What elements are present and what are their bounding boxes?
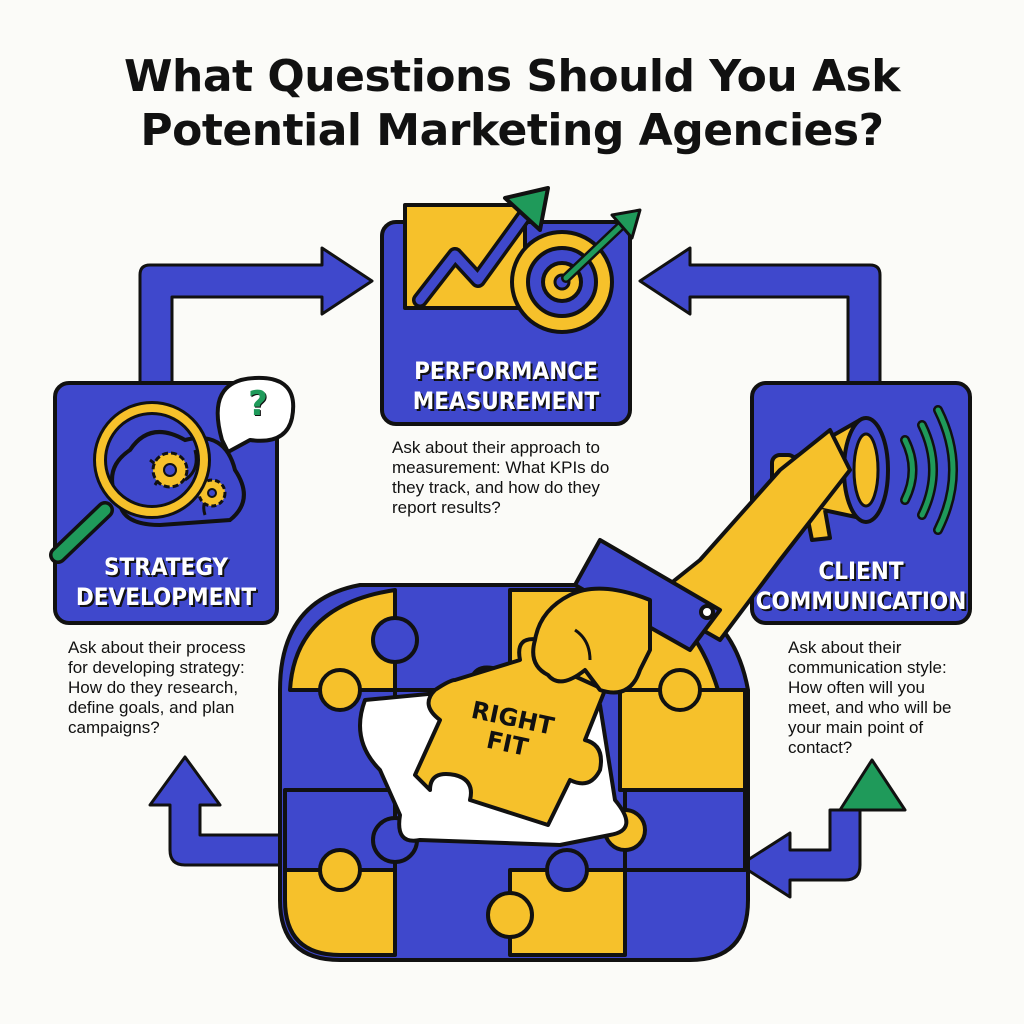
arrow-communication-to-puzzle [738, 808, 862, 899]
label-strategy-development: STRATEGY DEVELOPMENT [55, 552, 277, 612]
card-performance-measurement [380, 186, 642, 426]
label-performance-measurement: PERFORMANCE MEASUREMENT [382, 356, 630, 416]
card-strategy-development [49, 375, 296, 625]
description-communication: Ask about their communication style: How… [788, 638, 952, 757]
growth-chart-icon [403, 186, 550, 310]
hand-fingers [531, 586, 652, 695]
title-line-1: What Questions Should You Ask [124, 51, 901, 102]
label-communication-line-1: CLIENT [818, 557, 904, 585]
label-communication-line-2: COMMUNICATION [755, 587, 967, 615]
description-performance: Ask about their approach to measurement:… [392, 438, 610, 517]
arrow-head-green [838, 758, 907, 812]
cycle-arrows [138, 246, 907, 899]
arrow-communication-to-performance [638, 246, 882, 392]
hand-icon [573, 428, 852, 652]
arrow-puzzle-to-strategy [148, 755, 282, 867]
label-strategy-line-1: STRATEGY [103, 553, 229, 581]
label-performance-line-1: PERFORMANCE [414, 357, 598, 385]
speech-bubble-icon [215, 375, 296, 454]
page-title: What Questions Should You Ask Potential … [0, 50, 1024, 158]
target-icon [510, 208, 642, 334]
magnifier-icon [49, 401, 211, 564]
arrow-strategy-to-performance [138, 246, 374, 387]
label-strategy-line-2: DEVELOPMENT [75, 583, 257, 611]
label-client-communication: CLIENT COMMUNICATION [752, 556, 970, 616]
title-line-2: Potential Marketing Agencies? [140, 105, 884, 156]
question-mark-icon: ? [248, 384, 268, 424]
label-performance-line-2: MEASUREMENT [412, 387, 600, 415]
description-strategy: Ask about their process for developing s… [68, 638, 246, 737]
